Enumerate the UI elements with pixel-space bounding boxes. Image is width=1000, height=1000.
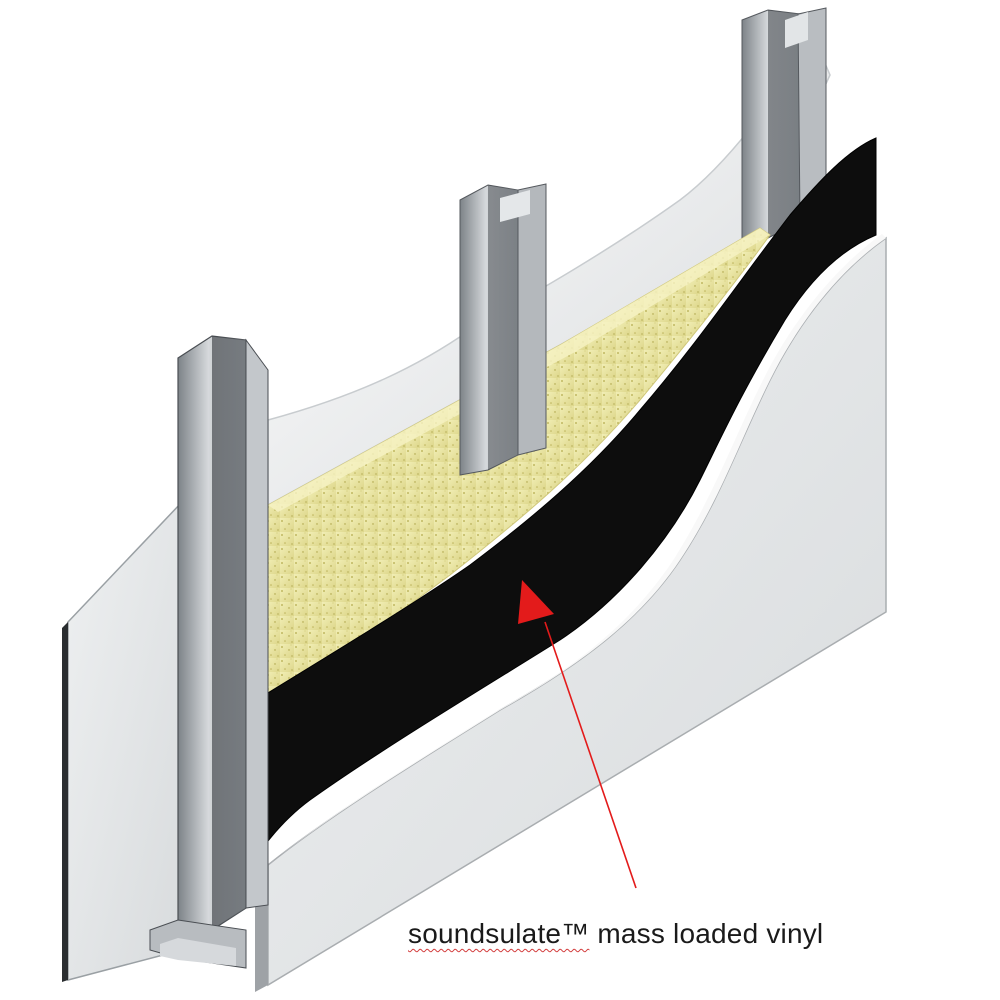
callout-brand: soundsulate™ [408,918,590,949]
stud-back [741,7,827,249]
callout-arrow [518,580,637,889]
left-drywall-sheet [62,500,183,982]
mass-loaded-vinyl [239,137,877,882]
stud-left [149,335,269,969]
callout-label: soundsulate™ mass loaded vinyl [408,918,823,950]
callout-product: mass loaded vinyl [589,918,824,949]
stud-middle [459,183,547,476]
